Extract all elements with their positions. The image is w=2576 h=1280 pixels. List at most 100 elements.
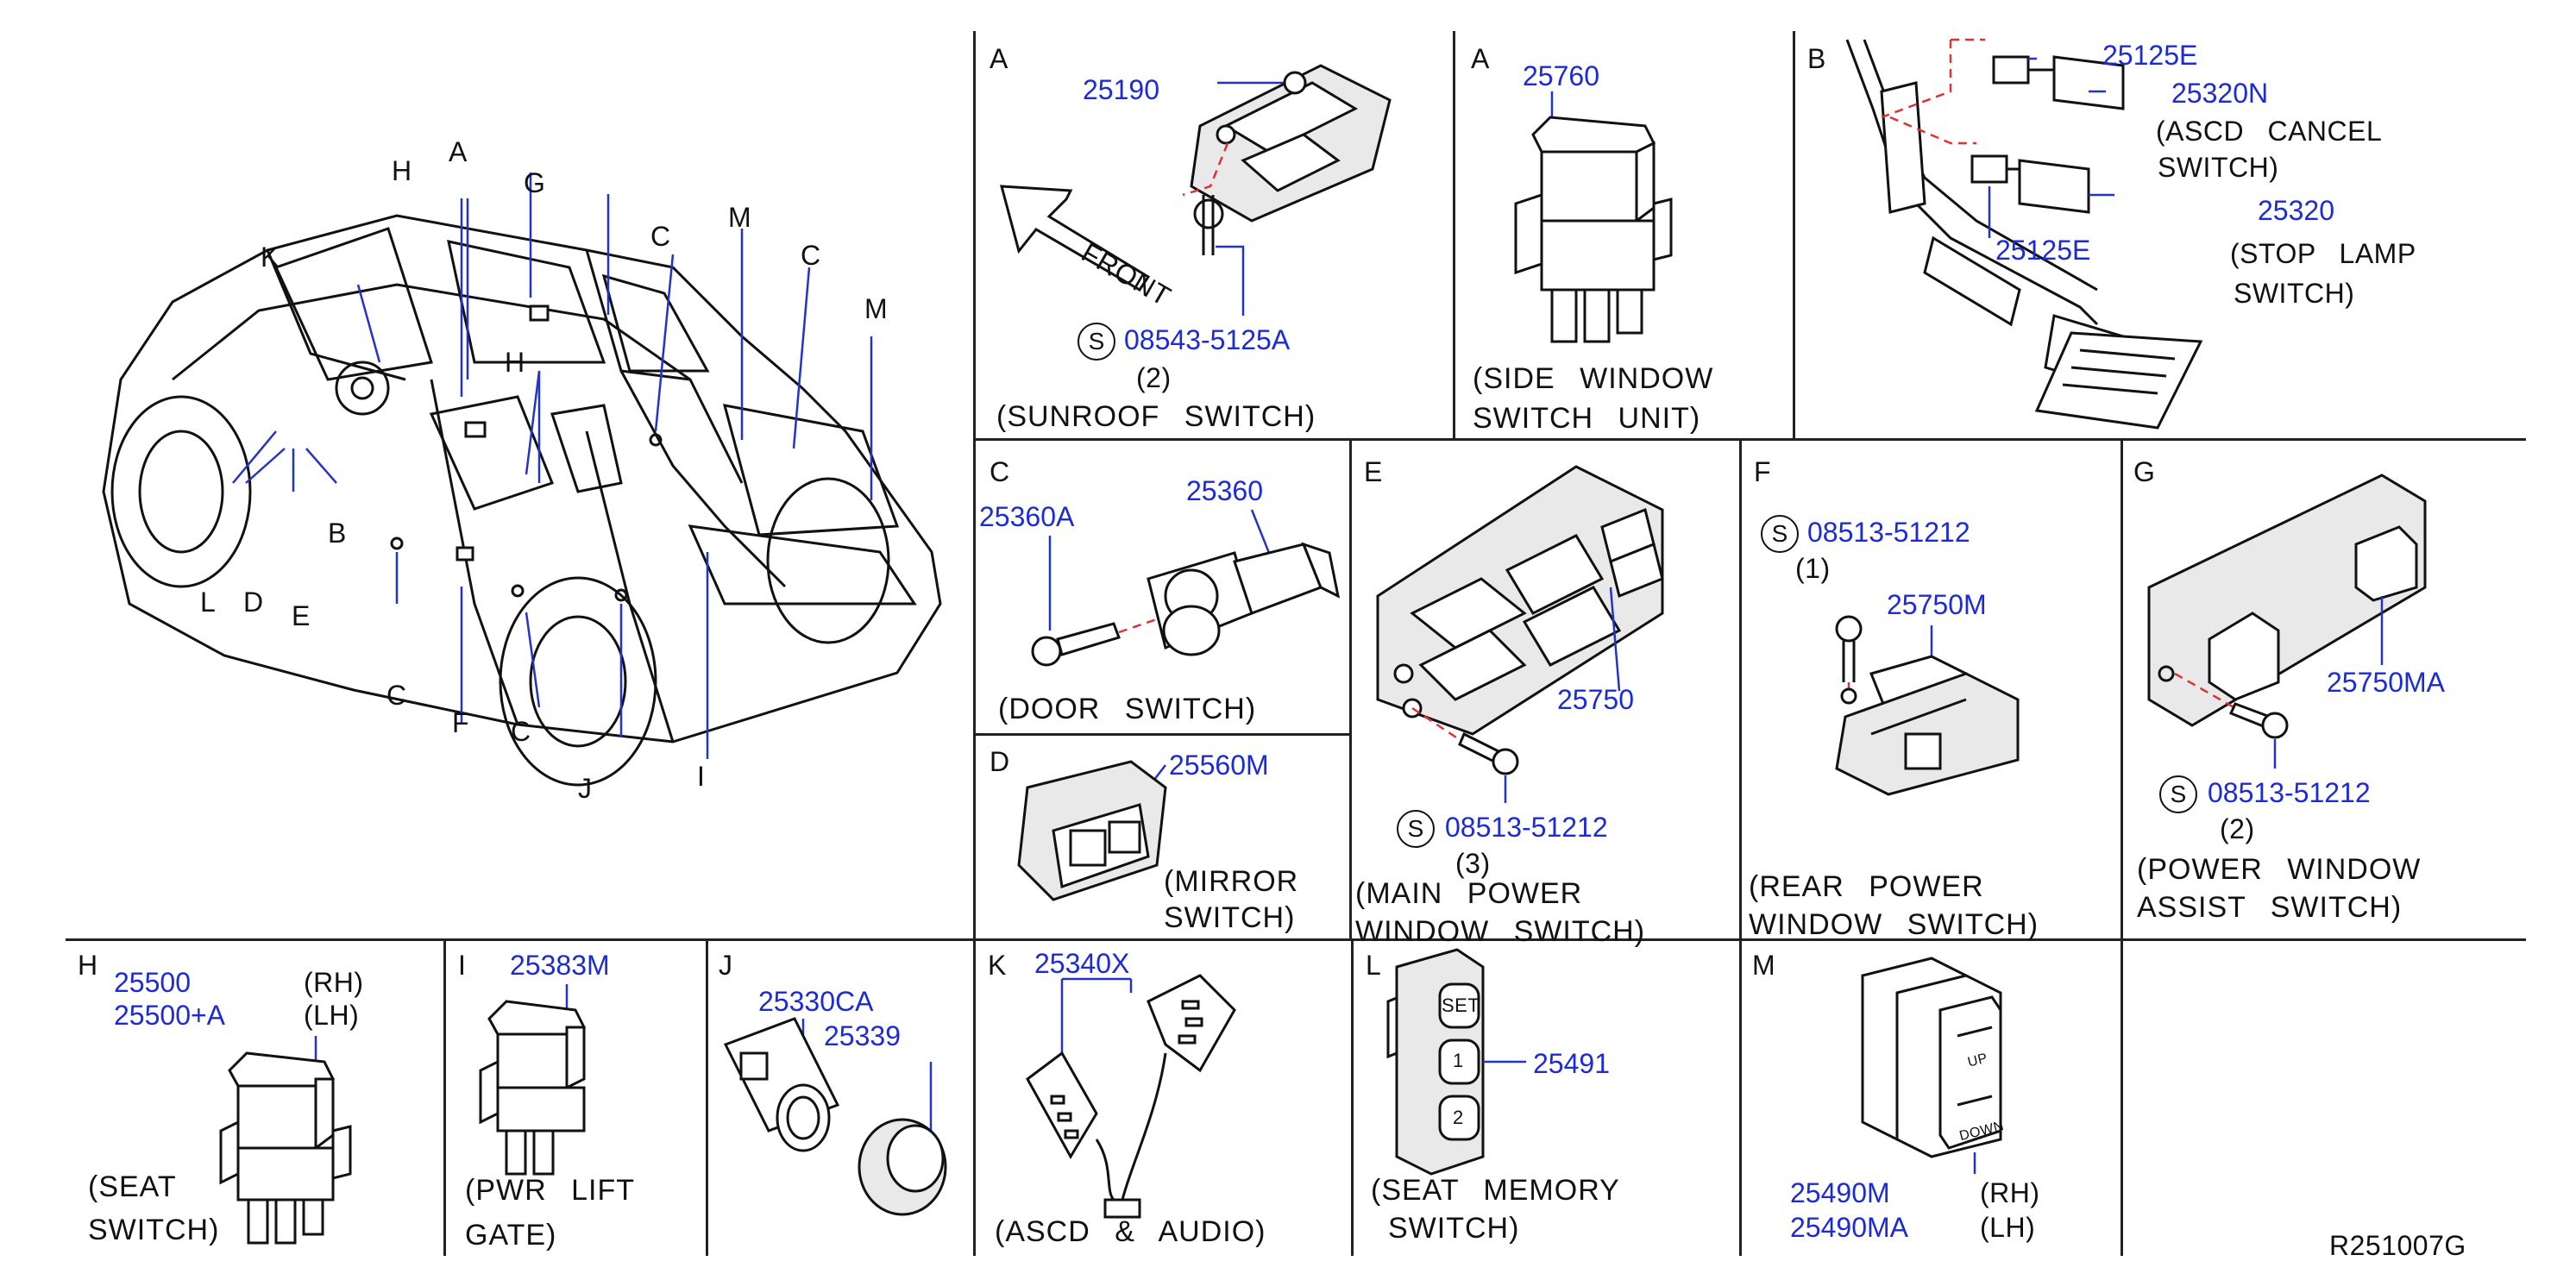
part-number-25320[interactable]: 25320 — [2258, 195, 2334, 226]
vehicle-illustration — [102, 173, 942, 787]
grid-vline-fg — [2120, 438, 2123, 938]
part-number-25360[interactable]: 25360 — [1186, 475, 1263, 506]
quantity-label: (3) — [1455, 848, 1491, 879]
main-power-window-drawing — [1376, 465, 1664, 803]
callout-D: D — [243, 587, 264, 618]
panel-rear-power-window-switch: F S 08513-51212 (1) 25750M (REAR POWER W… — [1742, 441, 2120, 941]
ascd-audio-caption: (ASCD & AUDIO) — [995, 1215, 1266, 1248]
part-number-25190[interactable]: 25190 — [1083, 74, 1159, 105]
set-button-label: SET — [1442, 995, 1480, 1016]
part-number-25340X[interactable]: 25340X — [1034, 948, 1130, 979]
part-number-25750[interactable]: 25750 — [1557, 684, 1634, 715]
stop-lamp-caption-1: (STOP LAMP — [2230, 238, 2416, 269]
callout-E: E — [292, 600, 311, 631]
section-letter: A — [990, 43, 1008, 74]
panel-power-window-assist-switch: G 25750MA S 08513-51212 (2) (POWER WINDO… — [2123, 441, 2526, 938]
side-window-caption-2: SWITCH UNIT) — [1473, 402, 1701, 435]
section-letter: H — [78, 950, 98, 981]
part-number-25750M[interactable]: 25750M — [1887, 589, 1987, 620]
seat-switch-caption-2: SWITCH) — [88, 1214, 220, 1246]
section-letter: D — [990, 746, 1010, 777]
lift-gate-caption-1: (PWR LIFT — [465, 1174, 635, 1207]
s-symbol: S — [1078, 323, 1115, 361]
ascd-cancel-caption-2: SWITCH) — [2158, 152, 2279, 183]
callout-J: J — [578, 773, 593, 804]
seat-memory-drawing — [1386, 948, 1526, 1176]
section-letter: K — [988, 950, 1007, 981]
callout-B: B — [328, 518, 347, 549]
door-switch-drawing — [1031, 509, 1341, 667]
panel-j-components: J 25330CA 25339 — [708, 941, 973, 1256]
part-number-25490MA[interactable]: 25490MA — [1790, 1212, 1908, 1243]
seat-memory-caption-2: SWITCH) — [1388, 1212, 1520, 1245]
part-number-25360A[interactable]: 25360A — [979, 501, 1075, 532]
main-power-caption-2: WINDOW SWITCH) — [1355, 915, 1646, 948]
ascd-audio-drawing — [1026, 974, 1236, 1219]
section-letter: I — [458, 950, 466, 981]
power-window-assist-caption-1: (POWER WINDOW — [2137, 853, 2422, 886]
mirror-switch-drawing — [1017, 760, 1167, 901]
callout-G: G — [524, 167, 546, 198]
grid-vline-lm — [1739, 938, 1742, 1256]
side-rh-label: (RH) — [304, 967, 364, 998]
callout-A: A — [449, 136, 468, 167]
grid-vline-a2 — [1793, 31, 1795, 438]
part-number-25320N[interactable]: 25320N — [2171, 78, 2269, 109]
part-number-25339[interactable]: 25339 — [824, 1020, 901, 1051]
part-number-08543-5125A[interactable]: 08543-5125A — [1124, 324, 1291, 355]
quantity-label: (2) — [1136, 362, 1172, 393]
main-power-caption-1: (MAIN POWER — [1355, 877, 1583, 910]
part-number-25750MA[interactable]: 25750MA — [2327, 667, 2445, 698]
m-switch-drawing — [1861, 957, 2002, 1174]
callout-I: I — [697, 761, 706, 792]
side-lh-label: (LH) — [304, 1000, 360, 1031]
power-window-assist-caption-2: ASSIST SWITCH) — [2137, 891, 2403, 924]
part-number-25383M[interactable]: 25383M — [510, 950, 610, 981]
panel-power-lift-gate-switch: I 25383M (PWR LIFT GATE) — [446, 941, 706, 1256]
ascd-cancel-caption-1: (ASCD CANCEL — [2156, 116, 2383, 147]
section-letter: E — [1364, 456, 1383, 487]
grid-vline-kl — [1351, 938, 1354, 1256]
part-number-08513-51212[interactable]: 08513-51212 — [2208, 777, 2371, 808]
callout-M-right: M — [864, 293, 889, 324]
grid-vline-jk — [973, 938, 976, 1256]
part-number-25490M[interactable]: 25490M — [1790, 1177, 1890, 1208]
part-number-25760[interactable]: 25760 — [1523, 60, 1599, 91]
side-window-caption-1: (SIDE WINDOW — [1473, 362, 1714, 395]
part-number-08513-51212[interactable]: 08513-51212 — [1445, 812, 1608, 843]
panel-side-window-switch: A 25760 (SIDE WINDOW SWITCH UNIT) — [1455, 31, 1793, 438]
memory-1-button-label: 1 — [1453, 1050, 1464, 1071]
section-letter: M — [1752, 950, 1775, 981]
j-components-drawing — [723, 1017, 947, 1216]
grid-hline-lower — [66, 938, 2526, 941]
grid-hline-cd — [973, 733, 1349, 736]
lift-gate-caption-2: GATE) — [465, 1219, 557, 1252]
mirror-caption-1: (MIRROR — [1164, 865, 1299, 898]
pedal-switch-drawing — [1845, 38, 2203, 430]
section-letter: A — [1471, 43, 1490, 74]
section-letter: J — [719, 950, 732, 981]
part-number-25125E-bottom[interactable]: 25125E — [1995, 235, 2091, 266]
part-number-08513-51212[interactable]: 08513-51212 — [1807, 517, 1970, 548]
part-number-25125E-top[interactable]: 25125E — [2102, 40, 2198, 71]
side-lh-label: (LH) — [1980, 1212, 2036, 1243]
part-number-25491[interactable]: 25491 — [1533, 1048, 1610, 1079]
panel-seat-memory-switch: L SET 1 2 25491 (SEAT MEMORY SWITCH) — [1354, 941, 1739, 1256]
panel-door-switch: C 25360A 25360 (DOOR SWITCH) — [976, 441, 1349, 733]
panel-ascd-audio-switch: K 25340X (ASCD & AUDIO) — [976, 941, 1351, 1256]
stop-lamp-caption-2: SWITCH) — [2234, 278, 2355, 309]
part-number-25560M[interactable]: 25560M — [1169, 750, 1269, 781]
callout-H-mid: H — [505, 347, 525, 378]
rear-power-caption-2: WINDOW SWITCH) — [1749, 908, 2039, 941]
panel-main-power-window-switch: E 25750 S 08513-51212 (3) (MAIN POWER WI… — [1352, 441, 1739, 948]
part-number-25500-plus-A[interactable]: 25500+A — [114, 1000, 226, 1031]
part-number-25500[interactable]: 25500 — [114, 967, 191, 998]
part-number-25330CA[interactable]: 25330CA — [758, 986, 874, 1017]
section-letter: L — [1366, 950, 1381, 981]
grid-vline-main — [973, 31, 976, 1256]
quantity-label: (2) — [2220, 813, 2255, 844]
rear-power-window-drawing — [1835, 615, 2020, 796]
panel-sunroof-switch: A 25190 FRONT S 08543-5125A (2) (SUNROOF… — [976, 31, 1453, 438]
panel-mirror-switch: D 25560M (MIRROR SWITCH) — [976, 736, 1349, 938]
